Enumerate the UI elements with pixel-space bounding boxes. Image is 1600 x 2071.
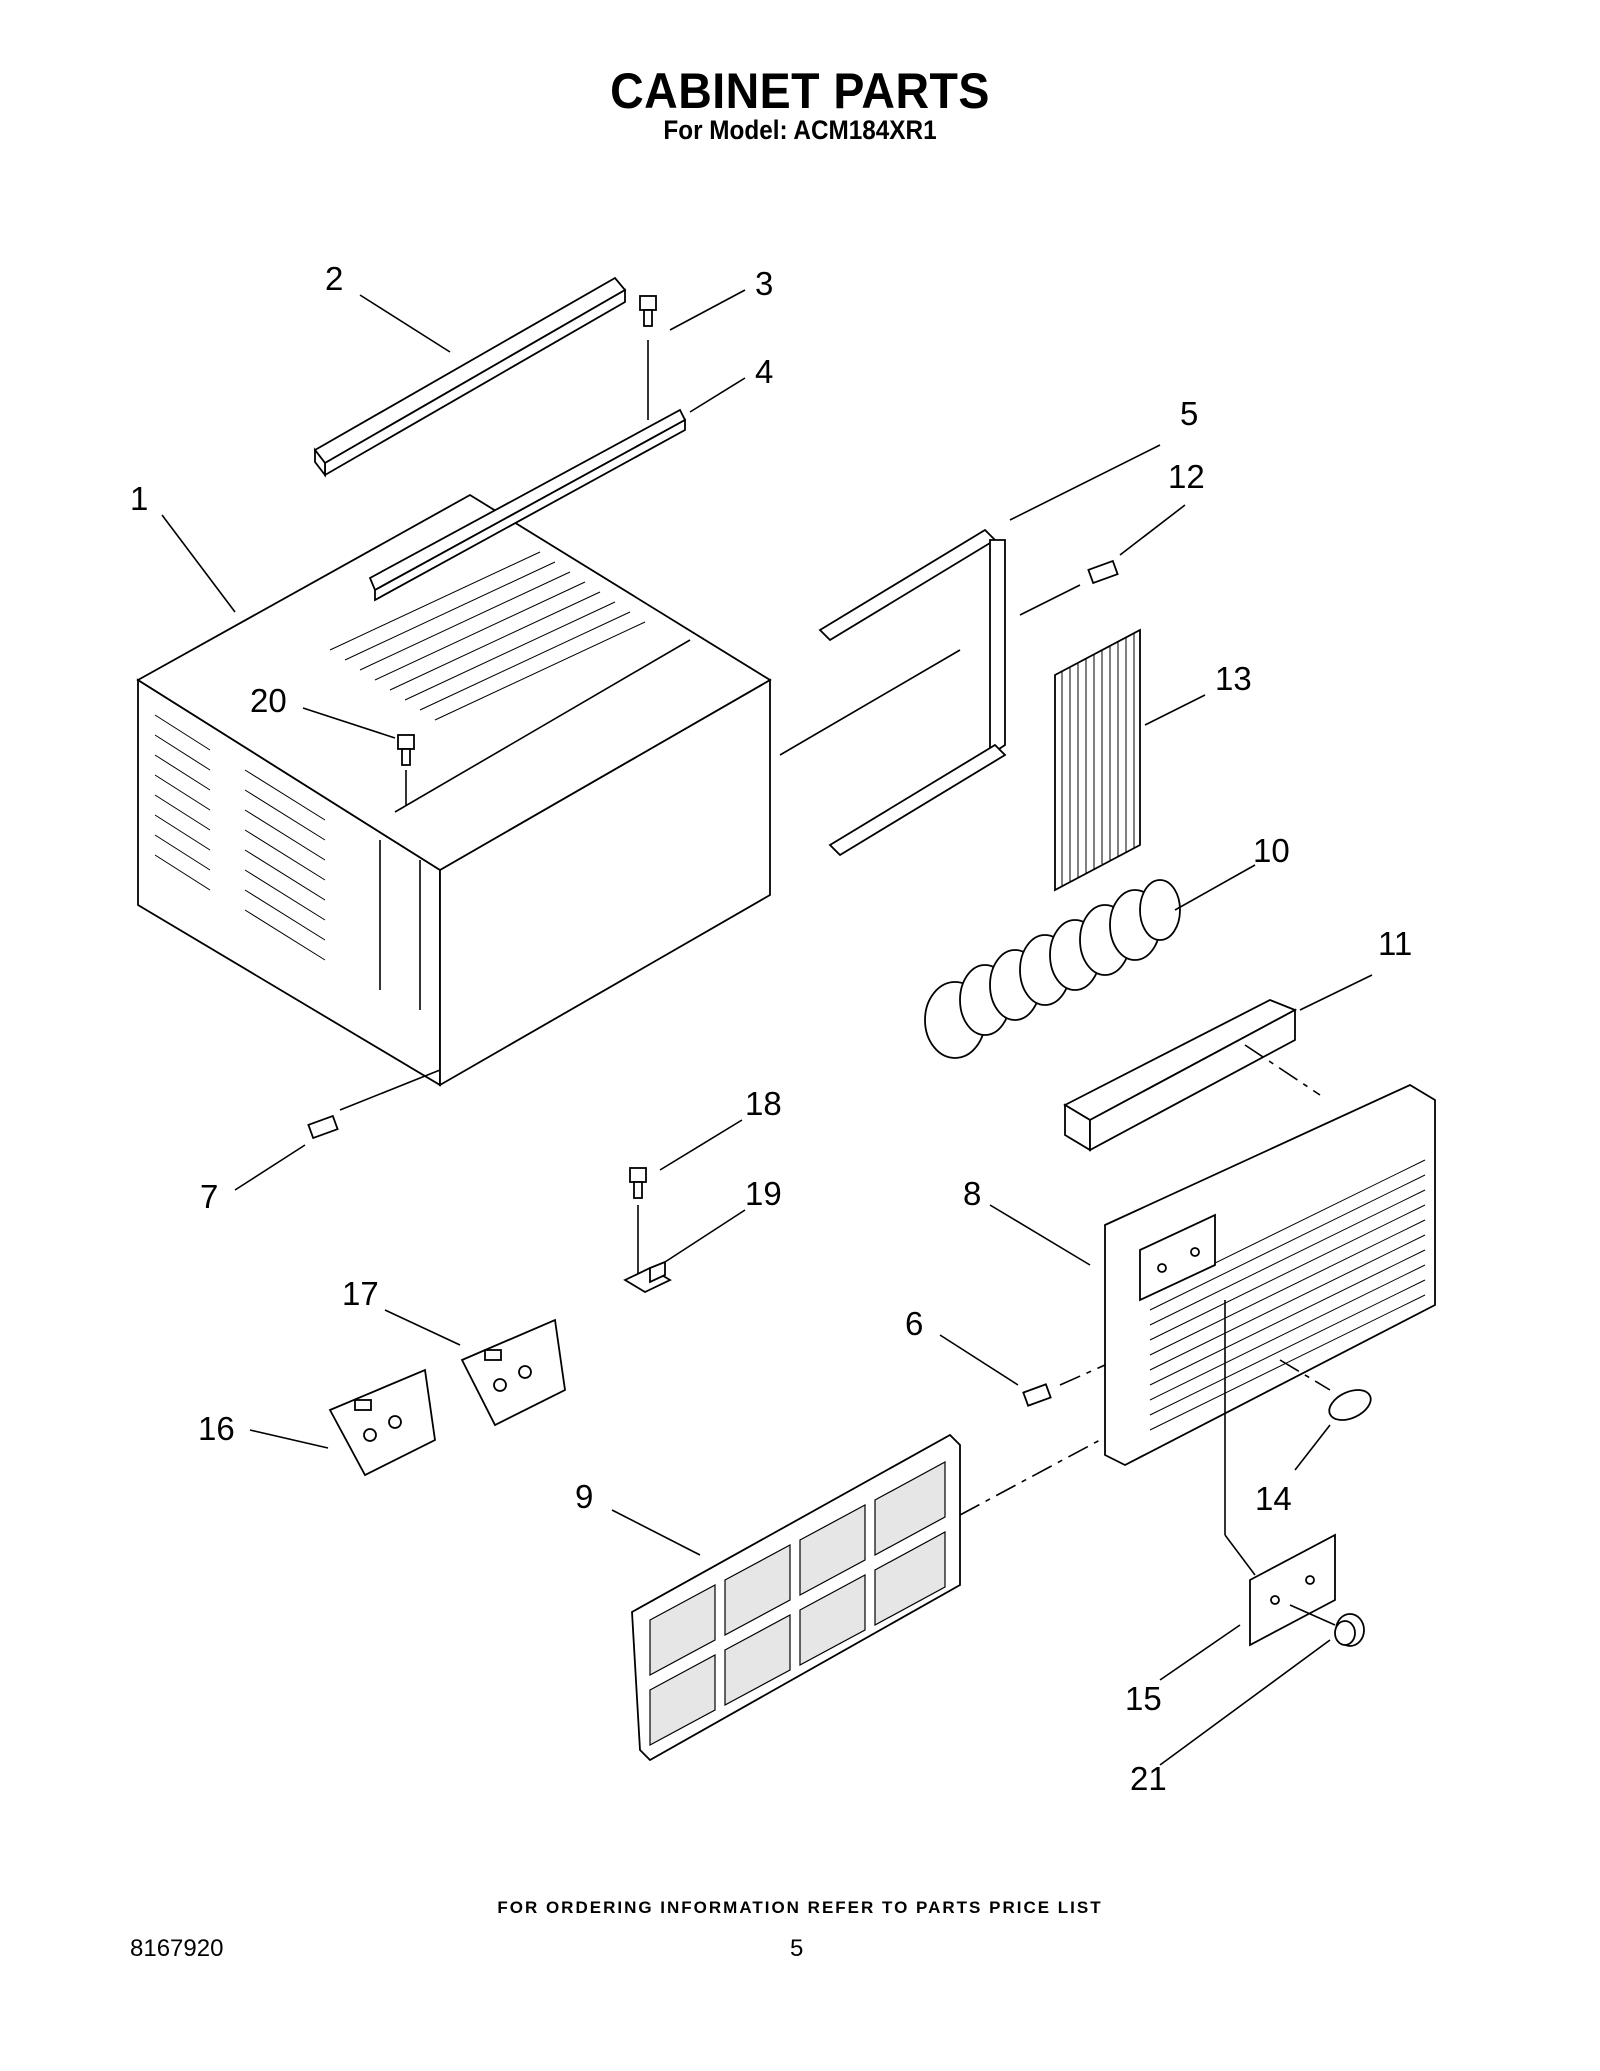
top-rail-part: [313, 276, 627, 478]
screw-part-3: [639, 295, 657, 327]
knob-part: [1334, 1613, 1365, 1647]
louver-panel-part: [1054, 628, 1141, 892]
ordering-note: FOR ORDERING INFORMATION REFER TO PARTS …: [497, 1898, 1103, 1917]
callout-1: 1: [130, 480, 148, 517]
callout-12: 12: [1168, 458, 1205, 495]
cabinet-part: [136, 493, 772, 1087]
frame-part: [818, 528, 1007, 857]
blower-wheel-part: [924, 879, 1181, 1059]
callout-9: 9: [575, 1478, 593, 1515]
air-deflector-part: [1063, 999, 1298, 1152]
callout-11: 11: [1378, 925, 1412, 962]
front-panel-part: [1104, 1083, 1436, 1467]
screw-part-20: [397, 734, 415, 766]
callout-6: 6: [905, 1305, 923, 1342]
clip-part: [623, 1260, 672, 1294]
screw-part-18: [629, 1167, 647, 1199]
callout-16: 16: [198, 1410, 235, 1447]
callout-21: 21: [1130, 1760, 1167, 1797]
callout-10: 10: [1253, 832, 1290, 869]
page-number: 5: [790, 1935, 804, 1962]
callout-8: 8: [963, 1175, 981, 1212]
model-subtitle: For Model: ACM184XR1: [663, 115, 937, 145]
screw-part-6: [1022, 1383, 1052, 1407]
callout-2: 2: [325, 260, 343, 297]
callout-numbers: 1 2 3 4 5 6 7 8 9 10 11 12 13 14 15 16 1…: [130, 260, 1412, 1797]
document-number: 8167920: [130, 1935, 224, 1962]
screw-part-12: [1087, 559, 1119, 585]
callout-14: 14: [1255, 1480, 1292, 1517]
filter-part: [631, 1433, 961, 1762]
bracket-kit-16: [328, 1368, 436, 1477]
page-title: CABINET PARTS: [610, 63, 990, 119]
screw-part-7: [307, 1114, 339, 1140]
callout-20: 20: [250, 682, 287, 719]
leader-lines: [161, 289, 1373, 1766]
callout-19: 19: [745, 1175, 782, 1212]
callout-4: 4: [755, 353, 773, 390]
bracket-kit-17: [460, 1318, 566, 1427]
callout-17: 17: [342, 1275, 379, 1312]
badge-part: [1328, 1389, 1372, 1421]
callout-15: 15: [1125, 1680, 1162, 1717]
bracket-strip-part: [368, 408, 687, 602]
callout-18: 18: [745, 1085, 782, 1122]
callout-3: 3: [755, 265, 773, 302]
callout-13: 13: [1215, 660, 1252, 697]
control-plate-part: [1249, 1533, 1336, 1647]
callout-5: 5: [1180, 395, 1198, 432]
callout-7: 7: [200, 1178, 218, 1215]
